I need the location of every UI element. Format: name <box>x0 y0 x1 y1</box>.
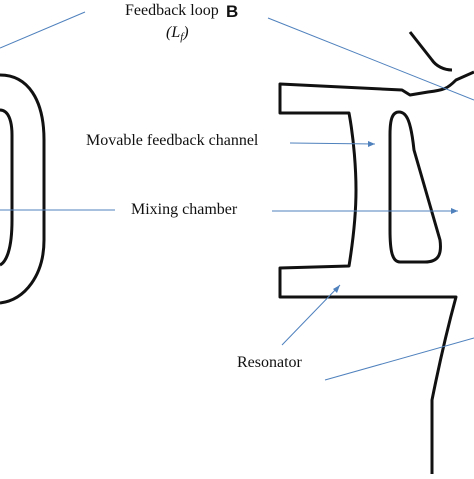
leader-line-feedback-right <box>267 17 474 101</box>
arrowhead-mixing <box>451 208 458 214</box>
feedback-symbol-label: (Lf) <box>166 24 189 43</box>
feedback-symbol-main: L <box>171 24 181 41</box>
feedback-loop-label: Feedback loop <box>125 2 219 19</box>
leader-lines <box>0 11 474 381</box>
leader-line-resonator-up <box>281 284 341 346</box>
arrowhead-resonator <box>333 285 340 293</box>
resonator-label: Resonator <box>237 354 302 371</box>
panel-label: B <box>226 2 239 21</box>
mixing-chamber-label: Mixing chamber <box>131 201 238 218</box>
leader-line-resonator-right <box>324 337 474 381</box>
leader-line-feedback-left <box>0 11 86 49</box>
device-body-outline <box>278 70 474 474</box>
left-device-outline <box>0 73 46 305</box>
resonator-device-outline <box>278 31 474 474</box>
leader-line-movable <box>289 142 376 145</box>
arrowhead-movable <box>368 141 375 147</box>
leader-arrowheads <box>333 141 458 293</box>
device-tip-outline <box>408 31 453 72</box>
feedback-symbol-subscript: f <box>180 31 184 43</box>
feedback-channel-outline <box>388 110 442 264</box>
movable-feedback-channel-label: Movable feedback channel <box>86 132 259 149</box>
